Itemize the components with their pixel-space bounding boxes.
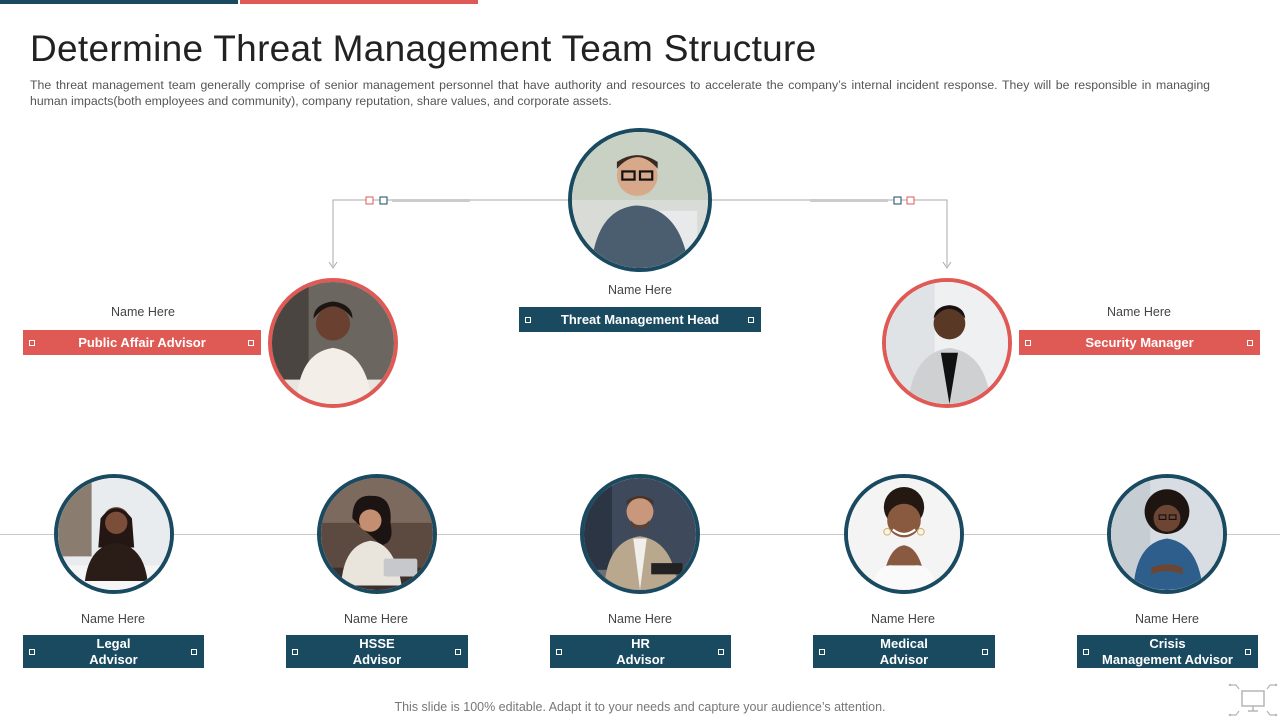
slide-title: Determine Threat Management Team Structu… [30, 28, 817, 69]
bullet-square [1245, 648, 1251, 655]
bullet-square [1247, 339, 1253, 346]
hsse-advisor-photo [317, 474, 437, 594]
security-manager-role-label: Security Manager [1019, 330, 1260, 355]
person-photo-icon [848, 478, 960, 590]
medical-advisor-name: Name Here [871, 612, 935, 626]
crisis-management-advisor-photo [1107, 474, 1227, 594]
slide-description: The threat management team generally com… [30, 78, 1210, 108]
public-affair-advisor-photo [268, 278, 398, 408]
bullet-square [748, 316, 754, 323]
security-manager-name: Name Here [1107, 305, 1171, 319]
person-photo-icon [58, 478, 170, 590]
presentation-screen-icon [1228, 683, 1278, 717]
person-photo-icon [584, 478, 696, 590]
crisis-management-advisor-name: Name Here [1135, 612, 1199, 626]
security-manager-photo [882, 278, 1012, 408]
accent-bar-red [240, 0, 478, 4]
person-photo-icon [272, 282, 394, 404]
bullet-square [525, 316, 531, 323]
legal-advisor-name: Name Here [81, 612, 145, 626]
medical-advisor-photo [844, 474, 964, 594]
bullet-square [191, 648, 197, 655]
bullet-square [1083, 648, 1089, 655]
person-photo-icon [572, 132, 708, 268]
bullet-square [982, 648, 988, 655]
bullet-square [248, 339, 254, 346]
bullet-square [819, 648, 825, 655]
person-photo-icon [886, 282, 1008, 404]
bullet-square [29, 648, 35, 655]
public-affair-advisor-role-label: Public Affair Advisor [23, 330, 261, 355]
bullet-square [718, 648, 724, 655]
hsse-advisor-name: Name Here [344, 612, 408, 626]
hr-advisor-photo [580, 474, 700, 594]
head-role-label: Threat Management Head [519, 307, 761, 332]
bullet-square [29, 339, 35, 346]
person-photo-icon [1111, 478, 1223, 590]
head-photo [568, 128, 712, 272]
bullet-square [556, 648, 562, 655]
bullet-square [292, 648, 298, 655]
slide-footer-note: This slide is 100% editable. Adapt it to… [394, 700, 886, 714]
hr-advisor-name: Name Here [608, 612, 672, 626]
bullet-square [1025, 339, 1031, 346]
legal-advisor-photo [54, 474, 174, 594]
public-affair-advisor-name: Name Here [111, 305, 175, 319]
bullet-square [455, 648, 461, 655]
accent-bar-navy [0, 0, 238, 4]
head-name: Name Here [608, 283, 672, 297]
person-photo-icon [321, 478, 433, 590]
